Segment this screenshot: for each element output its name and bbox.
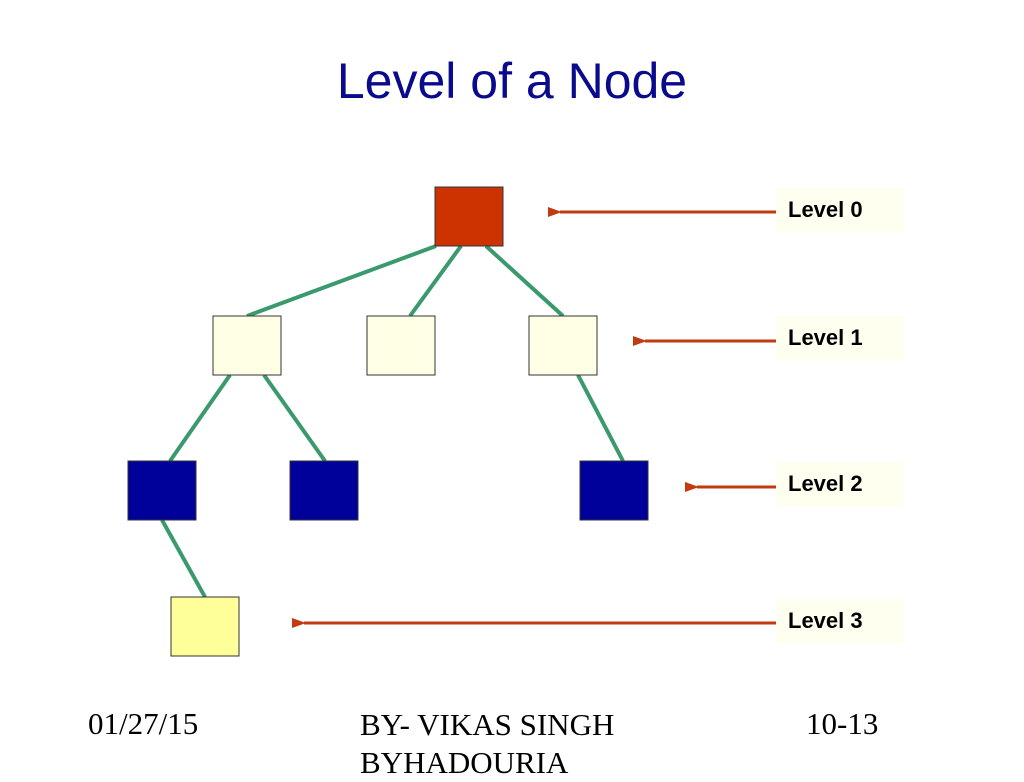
level-1-label: Level 1 (776, 316, 904, 360)
edge-child1-grandchild1 (168, 373, 232, 463)
footer-author: BY- VIKAS SINGH BYHADOURIA (360, 707, 615, 780)
level-1-node (528, 315, 598, 376)
level-2-label: Level 2 (776, 462, 904, 506)
level-1-node (212, 315, 282, 376)
edge-grandchild1-leaf (160, 519, 207, 598)
footer-slide-number: 10-13 (806, 706, 879, 741)
level-2-node (289, 460, 359, 521)
edge-child1-grandchild2 (262, 373, 327, 463)
edge-child3-grandchild3 (576, 374, 625, 462)
slide-title: Level of a Node (336, 53, 688, 109)
footer-date: 01/27/15 (88, 706, 199, 741)
level-0-node (434, 186, 504, 247)
level-3-node (170, 596, 240, 657)
edge-root-child2 (408, 244, 463, 318)
level-1-node (366, 315, 436, 376)
level-2-node (579, 460, 649, 521)
edge-root-child3 (484, 244, 565, 318)
level-3-label: Level 3 (776, 599, 904, 643)
level-0-label: Level 0 (776, 188, 904, 232)
level-2-node (127, 460, 197, 521)
edge-root-child1 (246, 244, 437, 318)
